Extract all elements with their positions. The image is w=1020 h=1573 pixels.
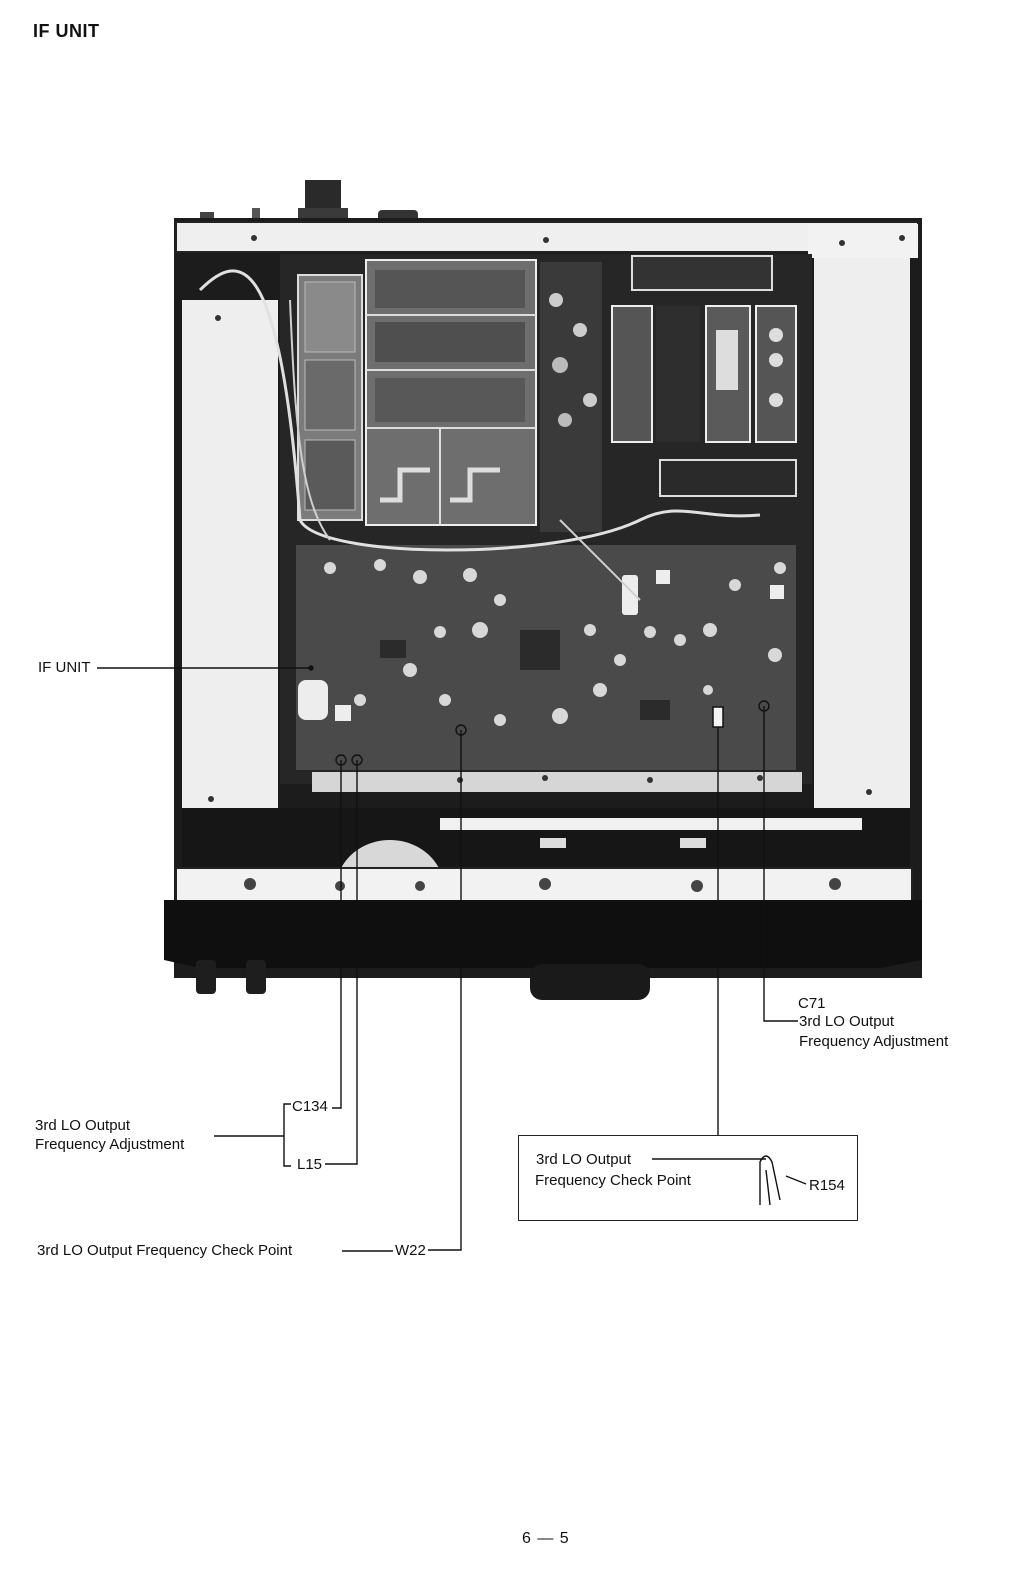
box-line1: 3rd LO Output (536, 1150, 631, 1170)
w22-desc: 3rd LO Output Frequency Check Point (37, 1241, 292, 1261)
c71-desc-line1: 3rd LO Output (799, 1012, 894, 1032)
page-number: 6 — 5 (522, 1530, 570, 1548)
c71-ref: C71 (798, 994, 826, 1014)
box-line2: Frequency Check Point (535, 1171, 691, 1191)
r154-ref: R154 (809, 1176, 845, 1196)
if-unit-label: IF UNIT (38, 658, 91, 678)
l15-ref: L15 (297, 1155, 322, 1175)
c71-desc-line2: Frequency Adjustment (799, 1032, 948, 1052)
c134-ref: C134 (292, 1097, 328, 1117)
left-adj-line2: Frequency Adjustment (35, 1135, 184, 1155)
w22-ref: W22 (395, 1241, 426, 1261)
left-adj-line1: 3rd LO Output (35, 1116, 130, 1136)
